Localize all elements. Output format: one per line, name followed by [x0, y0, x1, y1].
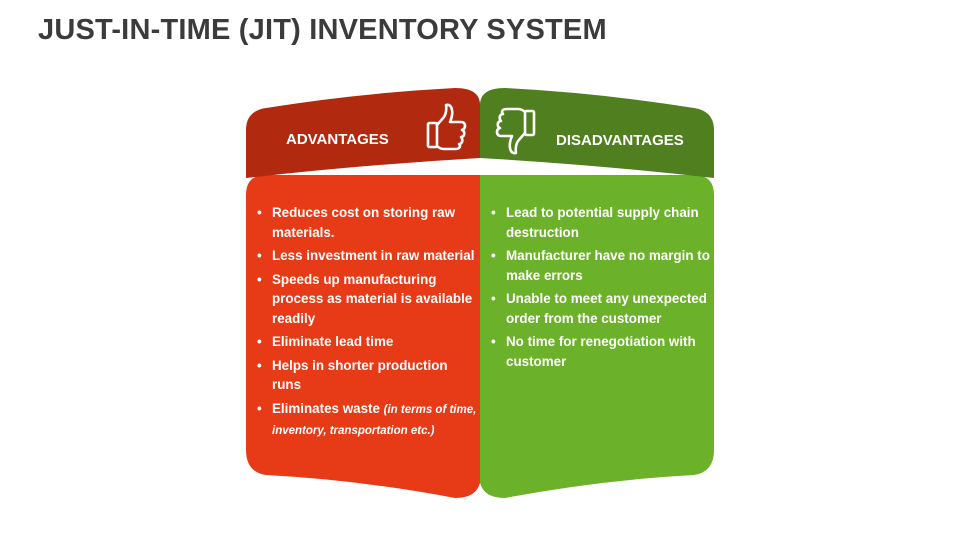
thumbs-up-icon — [426, 103, 467, 151]
list-item: Unable to meet any unexpected order from… — [485, 289, 710, 328]
advantage-note: (in terms of time, inventory, transporta… — [272, 403, 477, 438]
advantages-header-panel — [246, 88, 480, 178]
list-item: Eliminates waste (in terms of time, inve… — [251, 399, 479, 442]
advantages-list: Reduces cost on storing raw materials. L… — [251, 203, 479, 446]
list-item: No time for renegotiation with customer — [485, 332, 710, 371]
list-item: Reduces cost on storing raw materials. — [251, 203, 479, 242]
advantages-heading: ADVANTAGES — [286, 131, 389, 148]
disadvantages-header-panel — [480, 88, 714, 178]
list-item: Less investment in raw material — [251, 246, 479, 266]
list-item: Lead to potential supply chain destructi… — [485, 203, 710, 242]
thumbs-down-icon — [495, 107, 536, 155]
disadvantages-heading: DISADVANTAGES — [556, 132, 684, 149]
list-item: Speeds up manufacturing process as mater… — [251, 270, 479, 329]
list-item: Helps in shorter production runs — [251, 356, 479, 395]
list-item: Manufacturer have no margin to make erro… — [485, 246, 710, 285]
page-title: JUST-IN-TIME (JIT) INVENTORY SYSTEM — [38, 14, 607, 46]
list-item: Eliminate lead time — [251, 332, 479, 352]
disadvantages-list: Lead to potential supply chain destructi… — [485, 203, 710, 375]
